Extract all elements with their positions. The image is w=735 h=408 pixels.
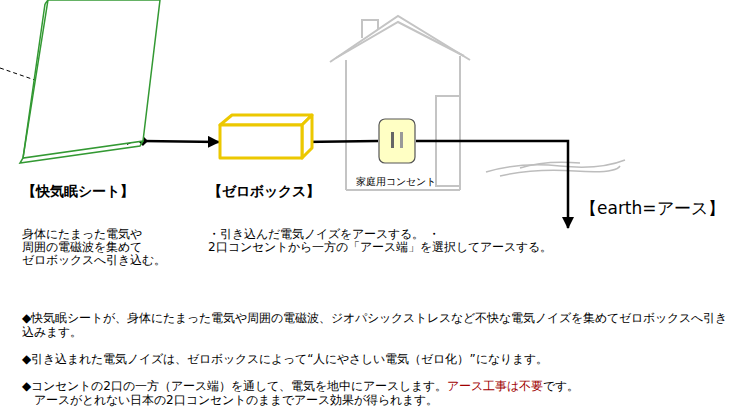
connector [143,141,219,142]
node-heading: 【ゼロボックス】 [208,183,320,199]
zero-box-node: 【ゼロボックス】・引き込んだ電気ノイズをアースする。 ・2口コンセントから一方の… [218,113,314,159]
house-outline [330,16,470,190]
node-description: 身体にたまった電気や 周囲の電磁波を集めて ゼロボックスへ引き込む。 [22,228,182,267]
note-text: ◆コンセントの2口の一方（アース端）を通して、電気を地中にアースします。 [22,379,447,393]
note-line: アースがとれない日本の2口コンセントのままでアース効果が得られます。 [22,393,735,407]
box3d-shape [218,113,314,159]
outlet-shape [378,118,416,164]
connector [416,141,568,228]
ground-line [486,160,625,176]
note-line: ◆コンセントの2口の一方（アース端）を通して、電気を地中にアースします。アース工… [22,379,732,393]
outlet-node: 家庭用コンセント [378,118,416,164]
note-text: です。 [543,379,579,393]
note-line: ◆快気眠シートが、身体にたまった電気や周囲の電磁波、ジオパシックストレスなど不快… [22,311,732,339]
earth-node: 【earth=アース】 [580,198,725,218]
node-heading: 【earth=アース】 [580,198,725,218]
note-text: ◆快気眠シートが、身体にたまった電気や周囲の電磁波、ジオパシックストレスなど不快… [22,311,727,339]
sheet-shape [20,0,165,165]
emphasis-note: アース工事は不要 [447,379,543,393]
node-heading: 【快気眠シート】 [22,183,134,199]
note-text: アースがとれない日本の2口コンセントのままでアース効果が得られます。 [34,393,438,407]
note-line: ◆引き込まれた電気ノイズは、ゼロボックスによって“人にやさしい電気（ゼロ化）”に… [22,352,732,366]
node-caption: 家庭用コンセント [356,176,436,188]
sheet-node: 【快気眠シート】身体にたまった電気や 周囲の電磁波を集めて ゼロボックスへ引き込… [20,0,165,165]
note-text: ◆引き込まれた電気ノイズは、ゼロボックスによって“人にやさしい電気（ゼロ化）”に… [22,352,548,366]
node-description: ・引き込んだ電気ノイズをアースする。 ・2口コンセントから一方の「アース端」を選… [208,228,558,254]
